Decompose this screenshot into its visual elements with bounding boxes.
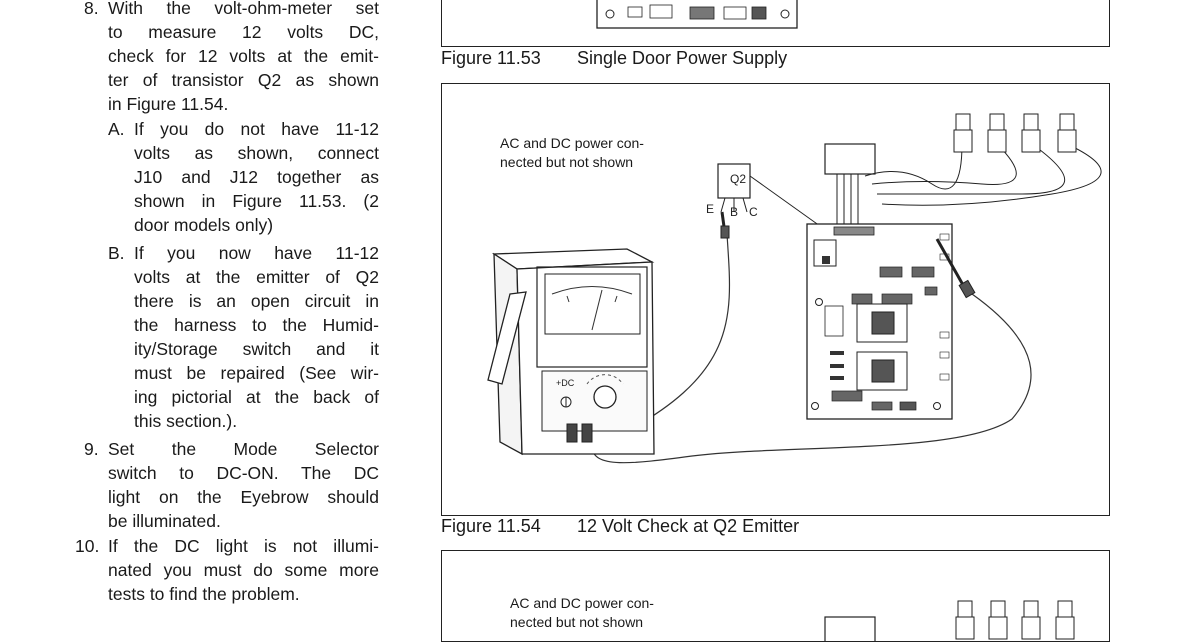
step-8-line-2: to measure 12 volts DC,	[108, 22, 379, 42]
figure-11-53-title: Single Door Power Supply	[577, 48, 788, 68]
figure-11-54-title: 12 Volt Check at Q2 Emitter	[577, 516, 800, 536]
step-8b-number: B.	[108, 243, 125, 263]
step-8-line-5: in Figure 11.54.	[108, 94, 229, 114]
single-door-power-supply-board	[596, 0, 798, 29]
volt-ohm-meter	[487, 248, 655, 456]
step-9-number: 9.	[84, 439, 99, 459]
transistor-label: Q2	[730, 172, 746, 186]
step-8b-line-5: ity/Storage switch and it	[134, 339, 379, 359]
step-8b-line-6: must be repaired (See wir-	[134, 363, 379, 383]
step-9-line-2: switch to DC-ON. The DC	[108, 463, 379, 483]
step-8-line-1: With the volt-ohm-meter set	[108, 0, 379, 18]
step-9-line-4: be illuminated.	[108, 511, 221, 531]
step-8-line-4: ter of transistor Q2 as shown	[108, 70, 379, 90]
spade-terminals-next	[955, 600, 1075, 640]
next-figure-note-line-1: AC and DC power con-	[510, 595, 654, 611]
figure-11-53-frame	[441, 0, 1110, 47]
step-8b-line-4: the harness to the Humid-	[134, 315, 379, 335]
figure-11-54-note-line-1: AC and DC power con-	[500, 135, 644, 151]
figure-11-54-note-line-2: nected but not shown	[500, 154, 634, 170]
figure-11-53-number: Figure 11.53	[441, 48, 541, 68]
pin-c-label: C	[749, 205, 758, 219]
next-figure-illustration	[824, 600, 1075, 641]
instruction-column: 8. With the volt-ohm-meter set to measur…	[0, 0, 390, 630]
step-8a-line-2: volts as shown, connect	[134, 143, 379, 163]
step-8-number: 8.	[84, 0, 99, 18]
step-8b-line-1: If you now have 11-12	[134, 243, 379, 263]
figure-11-54-caption: Figure 11.54 12 Volt Check at Q2 Emitter	[441, 515, 799, 537]
step-8-line-3: check for 12 volts at the emit-	[108, 46, 379, 66]
step-9-line-1: Set the Mode Selector	[108, 439, 379, 459]
meter-dc-label: +DC	[556, 378, 575, 388]
figure-11-53-caption: Figure 11.53 Single Door Power Supply	[441, 47, 787, 69]
step-10-line-2: nated you must do some more	[108, 560, 379, 580]
step-10-line-1: If the DC light is not illumi-	[108, 536, 379, 556]
step-8b-line-2: volts at the emitter of Q2	[134, 267, 379, 287]
step-8b-line-7: ing pictorial at the back of	[134, 387, 379, 407]
step-8b-line-3: there is an open circuit in	[134, 291, 379, 311]
twelve-volt-check-illustration: +DC Q2 E B C	[487, 113, 1102, 464]
step-8a-line-4: shown in Figure 11.53. (2	[134, 191, 379, 211]
figure-11-54-frame: AC and DC power con- nected but not show…	[441, 83, 1110, 516]
step-8a-line-5: door models only)	[134, 215, 274, 235]
step-8a-line-1: If you do not have 11-12	[134, 119, 379, 139]
power-supply-board	[806, 223, 953, 420]
next-figure-note-line-2: nected but not shown	[510, 614, 644, 630]
pin-e-label: E	[706, 202, 714, 216]
figure-11-54-number: Figure 11.54	[441, 516, 541, 536]
pin-b-label: B	[730, 205, 738, 219]
step-8a-number: A.	[108, 119, 125, 139]
wire-harness	[824, 143, 1102, 229]
step-8b-line-8: this section.).	[134, 411, 238, 431]
step-10-line-3: tests to find the problem.	[108, 584, 300, 604]
next-figure-frame: AC and DC power con- nected but not show…	[441, 550, 1110, 642]
step-10-number: 10.	[75, 536, 100, 556]
spade-terminals	[953, 113, 1077, 153]
step-8a-line-3: J10 and J12 together as	[134, 167, 379, 187]
step-9-line-3: light on the Eyebrow should	[108, 487, 379, 507]
